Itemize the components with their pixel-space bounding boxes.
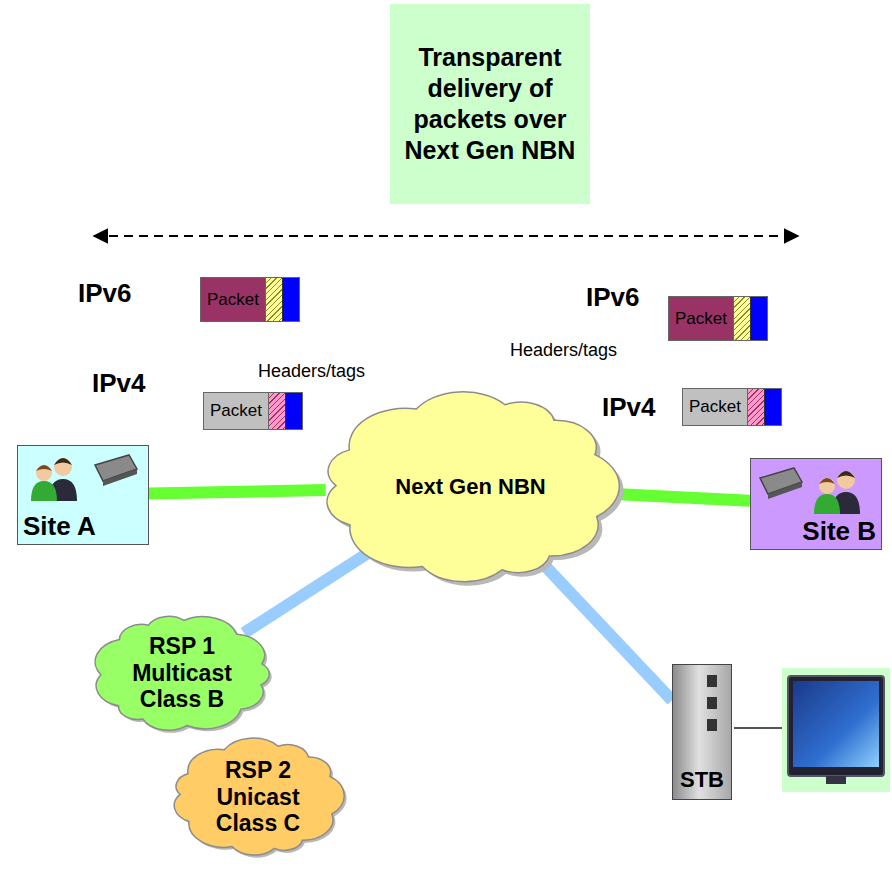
node-text: Packet <box>207 290 259 310</box>
stb-slots <box>687 675 717 741</box>
node-text: Packet <box>675 309 727 329</box>
header-stripe <box>268 393 285 429</box>
link-line <box>545 566 672 700</box>
packet-box: Packet <box>668 296 768 341</box>
cloud-shape <box>174 738 344 855</box>
network-cloud: Next Gen NBN <box>298 372 643 602</box>
cloud-shape <box>327 392 619 582</box>
header-label: Headers/tags <box>256 361 367 382</box>
header-label: Headers/tags <box>508 340 619 361</box>
protocol-label: IPv4 <box>90 368 148 399</box>
title-box: Transparent delivery of packets over Nex… <box>390 4 590 204</box>
stb-slot <box>707 697 717 709</box>
protocol-label: IPv4 <box>600 392 658 423</box>
network-cloud: RSP 2 Unicast Class C <box>158 726 358 868</box>
site-box: Site B <box>750 458 882 550</box>
node-text: Transparent delivery of packets over Nex… <box>402 42 578 167</box>
tag-stripe <box>282 278 299 321</box>
node-text: Packet <box>210 401 262 421</box>
site-icon <box>756 462 876 514</box>
header-stripe <box>733 297 750 340</box>
link-line <box>244 553 369 634</box>
stb-slot <box>707 675 717 687</box>
television <box>782 668 890 792</box>
set-top-box: STB <box>672 664 732 800</box>
node-text: STB <box>680 767 724 793</box>
header-stripe <box>747 389 764 425</box>
packet-box: Packet <box>203 392 303 430</box>
packet-body: Packet <box>201 278 265 321</box>
tag-stripe <box>750 297 767 340</box>
people-icon <box>814 471 860 514</box>
node-text: RSP 1 Multicast Class B <box>122 633 242 712</box>
network-cloud: RSP 1 Multicast Class B <box>78 602 286 744</box>
tv-cord <box>734 727 784 729</box>
link-line <box>615 494 750 501</box>
header-stripe <box>265 278 282 321</box>
tag-stripe <box>764 389 781 425</box>
node-text: Packet <box>689 397 741 417</box>
node-text: Site A <box>23 511 96 542</box>
protocol-label: IPv6 <box>584 282 642 313</box>
site-box: Site A <box>17 445 149 545</box>
link-line <box>149 490 326 494</box>
packet-box: Packet <box>682 388 782 426</box>
node-text: Next Gen NBN <box>351 474 591 499</box>
people-icon <box>31 458 77 501</box>
transparent-delivery-arrow <box>94 235 798 237</box>
tag-stripe <box>285 393 302 429</box>
site-icon <box>23 449 143 501</box>
packet-body: Packet <box>669 297 733 340</box>
packet-box: Packet <box>200 277 300 322</box>
packet-body: Packet <box>204 393 268 429</box>
packet-body: Packet <box>683 389 747 425</box>
node-text: RSP 2 Unicast Class C <box>198 757 318 836</box>
stb-slot <box>707 719 717 731</box>
cloud-shape <box>95 616 269 730</box>
node-text: Site B <box>802 516 876 547</box>
protocol-label: IPv6 <box>76 278 134 309</box>
